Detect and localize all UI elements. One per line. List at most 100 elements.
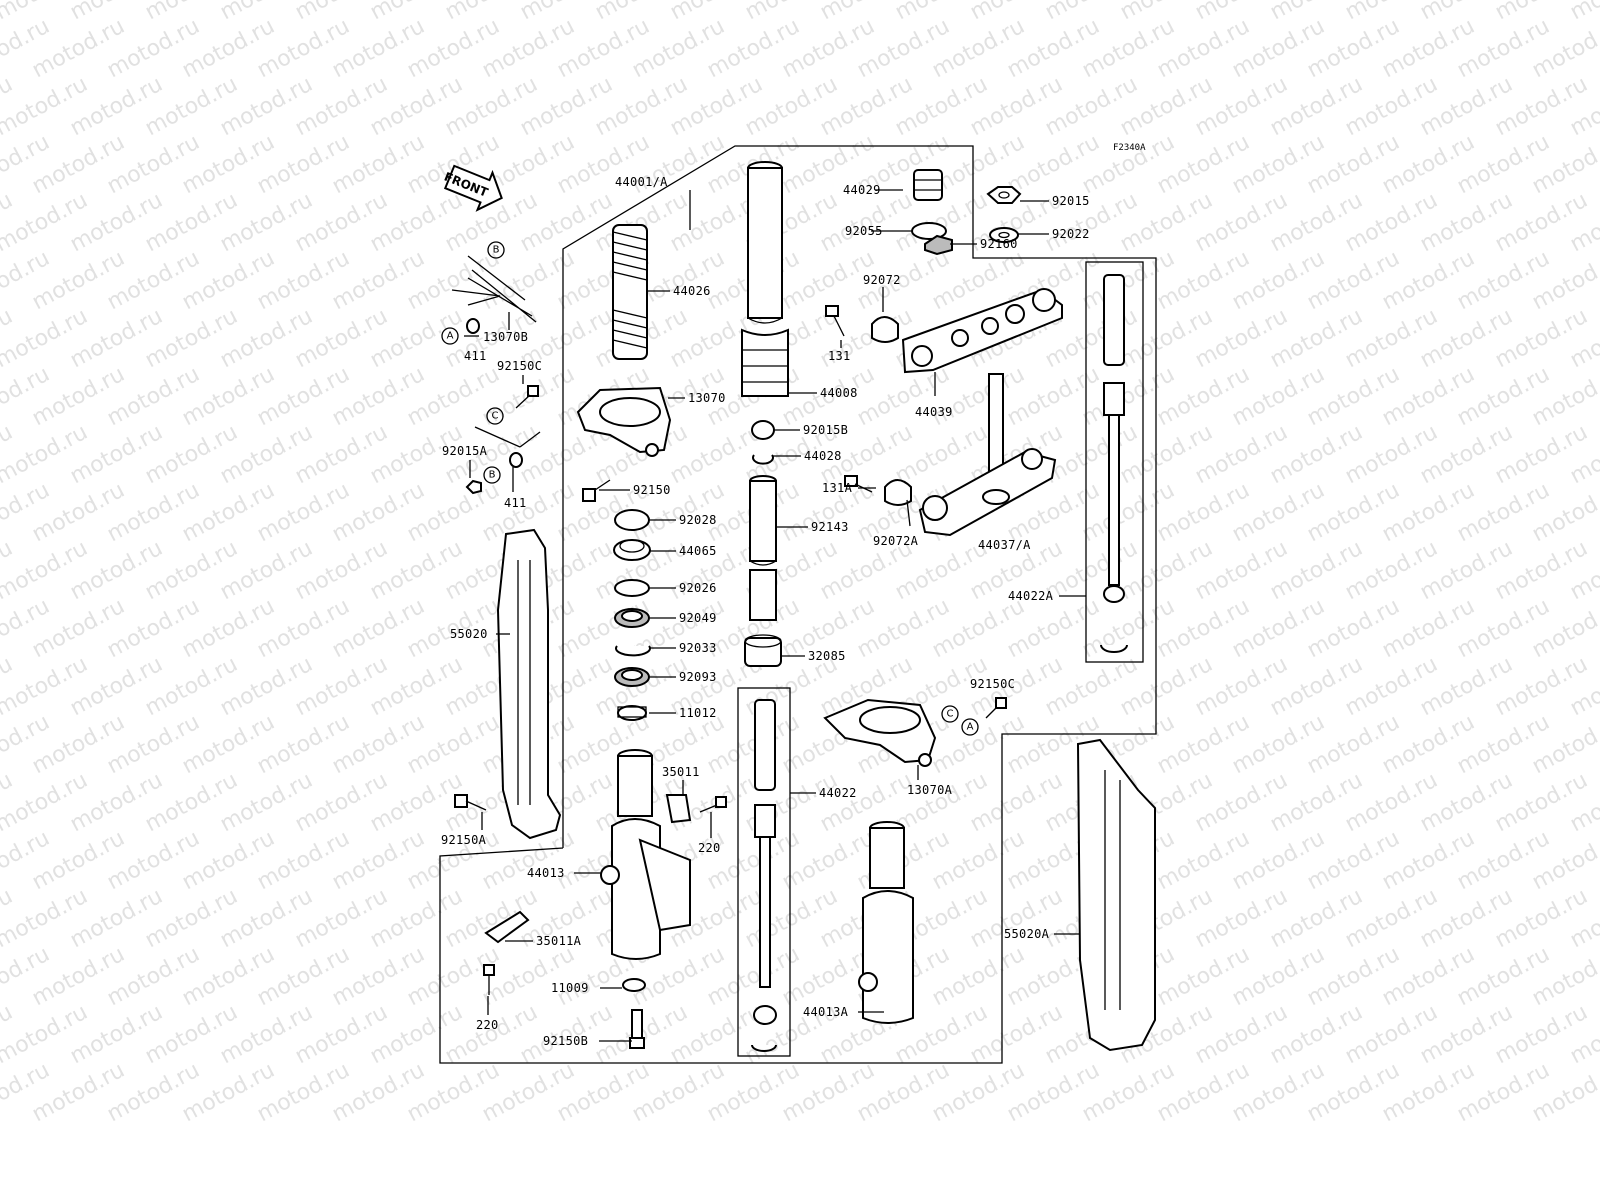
outer-tube-44013a — [858, 821, 914, 1024]
part-label-11012: 11012 — [679, 706, 717, 720]
part-label-44001a: 44001/A — [615, 175, 668, 189]
part-label-92015b: 92015B — [803, 423, 848, 437]
part-label-44029: 44029 — [843, 183, 881, 197]
bolt-92150 — [582, 479, 611, 502]
part-label-92022: 92022 — [1052, 227, 1090, 241]
part-label-411-b: 411 — [504, 496, 527, 510]
part-label-92150c-upper: 92150C — [497, 359, 542, 373]
spring-44026 — [612, 224, 648, 360]
damper-rod-44022a — [1100, 274, 1128, 653]
damper-rod-44022 — [751, 699, 777, 1052]
fork-guard-55020a — [1076, 738, 1156, 1052]
damper-box-44022 — [737, 687, 791, 1057]
bushing-44065 — [613, 539, 651, 561]
inner-tube-44008 — [741, 161, 789, 397]
part-label-55020a: 55020A — [1004, 927, 1050, 941]
callout-b-top: B — [493, 245, 500, 256]
part-label-44026: 44026 — [673, 284, 711, 298]
washer-411-b — [509, 452, 523, 468]
part-label-44022a: 44022A — [1008, 589, 1054, 603]
washer-92022 — [989, 227, 1019, 243]
washer-92160 — [924, 234, 953, 256]
fork-guard-55020 — [496, 528, 562, 840]
part-label-44013: 44013 — [527, 866, 565, 880]
part-label-44008: 44008 — [820, 386, 858, 400]
part-label-220-a: 220 — [698, 841, 721, 855]
bushing-92028 — [614, 509, 650, 531]
leader-lines — [451, 189, 1086, 1042]
part-label-32085: 32085 — [808, 649, 846, 663]
part-label-92072a: 92072A — [873, 534, 919, 548]
part-label-92015a: 92015A — [442, 444, 488, 458]
bolt-131 — [825, 305, 845, 337]
part-label-55020: 55020 — [450, 627, 488, 641]
part-label-92150: 92150 — [633, 483, 671, 497]
oil-seal-92049 — [614, 608, 650, 628]
part-label-92028: 92028 — [679, 513, 717, 527]
fork-guard-clamp-13070a — [823, 698, 937, 767]
callout-c-right: C — [947, 709, 954, 720]
part-label-35011a: 35011A — [536, 934, 582, 948]
seal-32085 — [744, 634, 782, 667]
part-label-92150b: 92150B — [543, 1034, 588, 1048]
bushing-11012 — [617, 705, 647, 721]
part-label-92072: 92072 — [863, 273, 901, 287]
part-label-411-a: 411 — [464, 349, 487, 363]
bolt-92150c-upper — [515, 385, 539, 409]
callout-circle-a-right — [961, 718, 979, 736]
bolt-220-b — [483, 964, 495, 995]
part-label-13070a: 13070A — [907, 783, 953, 797]
callout-a-left: A — [447, 331, 454, 342]
part-label-44013a: 44013A — [803, 1005, 849, 1019]
outer-tube-44013 — [600, 749, 691, 960]
part-label-92026: 92026 — [679, 581, 717, 595]
part-label-92093: 92093 — [679, 670, 717, 684]
part-label-44028: 44028 — [804, 449, 842, 463]
part-labels: 44001/A 44029 92015 92055 92022 92160 92… — [441, 175, 1090, 1048]
circlip-92033 — [615, 645, 651, 657]
part-label-92143: 92143 — [811, 520, 849, 534]
callout-c-left: C — [492, 411, 499, 422]
part-label-13070: 13070 — [688, 391, 726, 405]
part-label-92150c-lower: 92150C — [970, 677, 1015, 691]
part-label-44065: 44065 — [679, 544, 717, 558]
collar-92015b — [751, 420, 775, 440]
part-label-44022: 44022 — [819, 786, 857, 800]
bolt-92150b — [629, 1009, 645, 1049]
part-label-92160: 92160 — [980, 237, 1018, 251]
part-label-92055: 92055 — [845, 224, 883, 238]
cable-guide-92072 — [871, 316, 899, 343]
bolt-220-a — [699, 796, 727, 813]
bolt-92150a — [454, 794, 487, 811]
upper-clamp-44039 — [901, 288, 1063, 374]
damper-box-44022a — [1085, 261, 1144, 663]
part-label-131a: 131A — [822, 481, 853, 495]
part-label-92033: 92033 — [679, 641, 717, 655]
part-label-35011: 35011 — [662, 765, 700, 779]
callout-b-left: B — [489, 470, 496, 481]
part-label-92150a: 92150A — [441, 833, 487, 847]
part-label-220-b: 220 — [476, 1018, 499, 1032]
ring-44028 — [752, 454, 774, 465]
gasket-11009 — [622, 978, 646, 992]
front-arrow-icon: FRONT — [442, 164, 503, 212]
callout-circle-b-left — [483, 466, 501, 484]
part-label-92015: 92015 — [1052, 194, 1090, 208]
cap-bolt-44029 — [913, 169, 943, 201]
cable-guide-92072a — [884, 479, 912, 506]
callout-circle-a-left — [441, 327, 459, 345]
nut-92015 — [986, 186, 1022, 204]
callout-circle-b-top — [487, 241, 505, 259]
bracket-35011 — [665, 794, 692, 824]
part-label-92049: 92049 — [679, 611, 717, 625]
washer-92026 — [614, 579, 650, 597]
bracket-35011a — [484, 910, 530, 944]
spacer-92143 — [749, 475, 777, 621]
callout-a-right: A — [967, 722, 974, 733]
washer-411-a — [466, 318, 480, 334]
part-label-131: 131 — [828, 349, 851, 363]
dust-seal-92093 — [614, 667, 650, 687]
fork-guard-clamp-13070 — [576, 386, 672, 457]
cable-13070b — [467, 255, 537, 323]
